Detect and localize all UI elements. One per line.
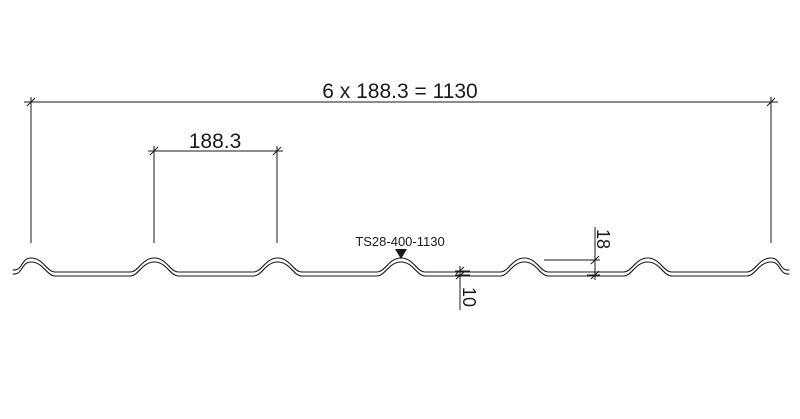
thickness-tick-top (455, 266, 465, 275)
sheet-profile (12, 257, 790, 277)
overall-tick-right (766, 97, 776, 107)
profile-top-edge (12, 257, 790, 273)
profile-marker-triangle (395, 249, 407, 259)
thickness-label: 10 (459, 287, 479, 307)
pitch-dimension-label: 188.3 (189, 130, 242, 153)
pitch-tick-right (272, 146, 282, 156)
overall-dimension (24, 97, 778, 243)
thickness-tick-bottom (455, 271, 465, 280)
profile-bottom-edge (12, 261, 790, 277)
rib-height-tick-bottom (590, 270, 600, 280)
rib-height-dimension (544, 227, 600, 280)
rib-height-label: 18 (593, 229, 613, 249)
pitch-dimension (148, 146, 283, 243)
pitch-tick-left (149, 146, 159, 156)
rib-height-tick-top (590, 255, 600, 265)
overall-dimension-label: 6 x 188.3 = 1130 (322, 80, 478, 103)
overall-tick-left (26, 97, 36, 107)
thickness-dimension (455, 266, 470, 310)
profile-code-label: TS28-400-1130 (355, 234, 444, 249)
